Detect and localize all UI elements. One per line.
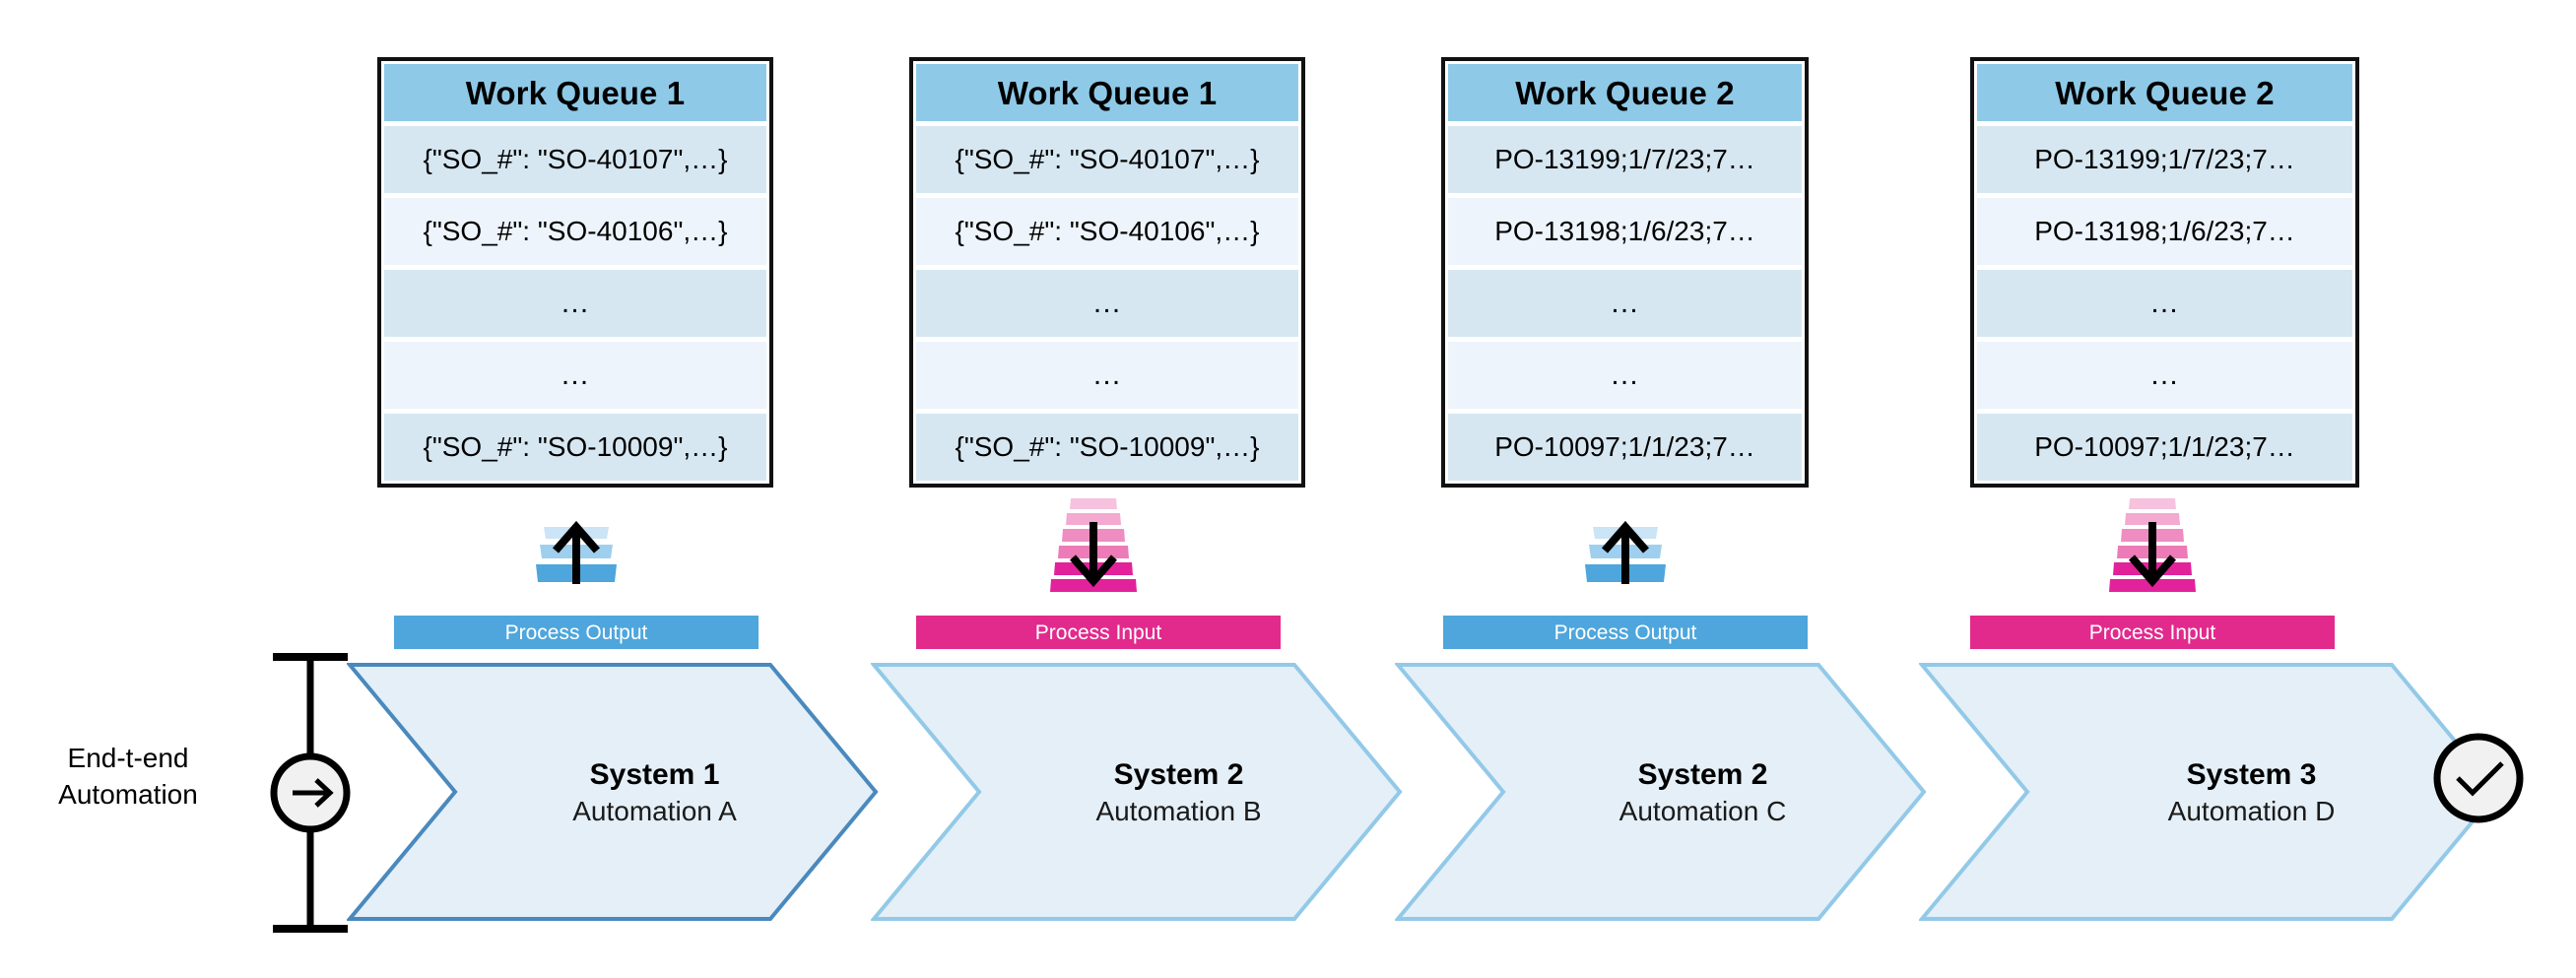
- queue-row: …: [916, 342, 1298, 409]
- process-chevron-band: System 1 Automation A System 2 Automatio…: [0, 662, 2576, 922]
- automation-start-marker: [251, 652, 369, 934]
- work-queue-card[interactable]: Work Queue 1 {"SO_#": "SO-40107",…} {"SO…: [377, 57, 773, 488]
- process-stage-chevron[interactable]: System 2 Automation B: [871, 662, 1403, 922]
- end-to-end-automation-label: End-t-end Automation: [20, 741, 236, 814]
- queue-row: PO-13199;1/7/23;7…: [1448, 126, 1802, 193]
- work-queue-rows: PO-13199;1/7/23;7… PO-13198;1/6/23;7… … …: [1977, 126, 2352, 481]
- queue-row: {"SO_#": "SO-40106",…}: [384, 198, 766, 265]
- work-queue-rows: PO-13199;1/7/23;7… PO-13198;1/6/23;7… … …: [1448, 126, 1802, 481]
- work-queue-title: Work Queue 1: [384, 64, 766, 121]
- queue-row: {"SO_#": "SO-10009",…}: [384, 414, 766, 481]
- work-queue-title: Work Queue 1: [916, 64, 1298, 121]
- work-queue-card[interactable]: Work Queue 2 PO-13199;1/7/23;7… PO-13198…: [1441, 57, 1809, 488]
- queue-row: PO-13198;1/6/23;7…: [1448, 198, 1802, 265]
- queue-row: …: [1977, 270, 2352, 337]
- queue-row: PO-10097;1/1/23;7…: [1448, 414, 1802, 481]
- work-queue-rows: {"SO_#": "SO-40107",…} {"SO_#": "SO-4010…: [384, 126, 766, 481]
- process-stage-chevron[interactable]: System 2 Automation C: [1395, 662, 1927, 922]
- stack-down-arrow-icon: [2098, 492, 2207, 603]
- stack-down-arrow-icon: [1039, 492, 1148, 603]
- stack-up-arrow-icon: [522, 515, 630, 604]
- queue-row: PO-13199;1/7/23;7…: [1977, 126, 2352, 193]
- work-queue-title: Work Queue 2: [1448, 64, 1802, 121]
- work-queue-rows: {"SO_#": "SO-40107",…} {"SO_#": "SO-4010…: [916, 126, 1298, 481]
- end-to-end-line-1: End-t-end: [67, 743, 189, 773]
- end-to-end-line-2: Automation: [58, 778, 198, 810]
- queue-row: …: [384, 270, 766, 337]
- process-stage-chevron[interactable]: System 1 Automation A: [347, 662, 879, 922]
- process-bar-label: Process Output: [504, 620, 648, 644]
- process-input-bar[interactable]: Process Input: [916, 616, 1281, 649]
- queue-row: PO-13198;1/6/23;7…: [1977, 198, 2352, 265]
- queue-row: …: [384, 342, 766, 409]
- queue-row: …: [1977, 342, 2352, 409]
- queue-row: …: [916, 270, 1298, 337]
- queue-row: …: [1448, 342, 1802, 409]
- queue-row: {"SO_#": "SO-10009",…}: [916, 414, 1298, 481]
- work-queue-card[interactable]: Work Queue 2 PO-13199;1/7/23;7… PO-13198…: [1970, 57, 2359, 488]
- queue-row: …: [1448, 270, 1802, 337]
- work-queue-card[interactable]: Work Queue 1 {"SO_#": "SO-40107",…} {"SO…: [909, 57, 1305, 488]
- stack-up-arrow-icon: [1571, 515, 1680, 604]
- queue-row: {"SO_#": "SO-40107",…}: [916, 126, 1298, 193]
- process-output-bar[interactable]: Process Output: [1443, 616, 1808, 649]
- process-bar-label: Process Input: [2088, 620, 2216, 644]
- process-bar-label: Process Input: [1034, 620, 1162, 644]
- process-output-bar[interactable]: Process Output: [394, 616, 759, 649]
- queue-row: {"SO_#": "SO-40106",…}: [916, 198, 1298, 265]
- process-input-bar[interactable]: Process Input: [1970, 616, 2335, 649]
- automation-complete-marker: [2431, 731, 2526, 825]
- queue-row: {"SO_#": "SO-40107",…}: [384, 126, 766, 193]
- work-queue-title: Work Queue 2: [1977, 64, 2352, 121]
- process-stage-chevron[interactable]: System 3 Automation D: [1919, 662, 2500, 922]
- queue-row: PO-10097;1/1/23;7…: [1977, 414, 2352, 481]
- process-bar-label: Process Output: [1553, 620, 1697, 644]
